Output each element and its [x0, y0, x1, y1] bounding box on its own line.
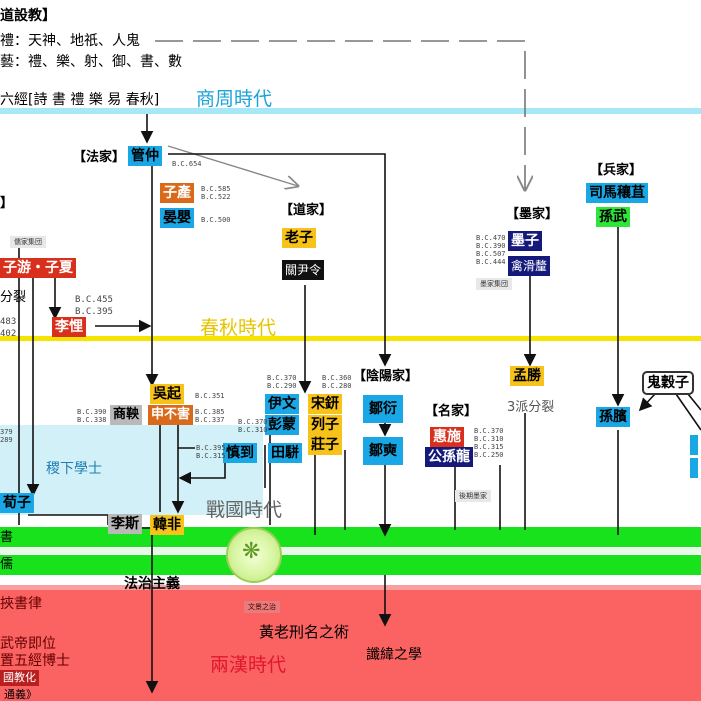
- era-zhanguo: 戰國時代: [206, 499, 283, 521]
- year-yiwen: B.C.370 B.C.290: [267, 374, 297, 390]
- person-songxing: 宋鈃: [308, 394, 342, 414]
- school-fa: 【法家】: [73, 150, 126, 165]
- label-wudi: 武帝即位: [0, 636, 56, 652]
- era-han: 兩漢時代: [210, 654, 287, 676]
- label-huanglao: 黃老刑名之術: [259, 623, 350, 641]
- era-shang-zhou: 商周時代: [196, 88, 273, 110]
- era-chunqiu: 春秋時代: [200, 317, 277, 339]
- person-right-stub-2: [690, 458, 698, 478]
- label-wujing: 置五經博士: [0, 653, 70, 669]
- tag-ru-group: 儒家集団: [10, 236, 46, 248]
- label-jixia: 稷下學士: [46, 461, 102, 477]
- person-mengsheng: 孟勝: [510, 366, 544, 386]
- year-pengmeng: B.C.370 B.C.310: [238, 418, 268, 434]
- ornamental-seal: [226, 527, 282, 583]
- person-huishi: 惠施: [430, 427, 464, 447]
- person-shendao: 慎到: [223, 443, 257, 463]
- person-zouyan: 鄒衍: [363, 395, 403, 423]
- year-wuqi: B.C.351: [195, 392, 225, 400]
- header-title: 道設教】: [0, 8, 56, 24]
- zhanguo-green-2: [0, 555, 701, 575]
- label-xieshulv: 挾書律: [0, 596, 42, 612]
- person-yanying: 晏嬰: [160, 208, 194, 228]
- person-qinhuali: 禽滑釐: [508, 256, 551, 276]
- year-shangyang: B.C.390 B.C.338: [77, 408, 107, 424]
- shang-zhou-line: [0, 108, 701, 114]
- person-guanzhong: 管仲: [128, 146, 162, 166]
- person-xunzi: 荀子: [0, 493, 34, 513]
- person-tianpian: 田駢: [268, 443, 302, 463]
- person-guiguzi: 鬼穀子: [642, 371, 694, 395]
- label-guojiao: 國教化: [0, 670, 39, 686]
- zhanguo-green-1: [0, 527, 701, 547]
- year-guanzhong: B.C.654: [172, 160, 202, 168]
- year-shenbuhai: B.C.385 B.C.337: [195, 408, 225, 424]
- person-ziyou-zixia: 子游・子夏: [0, 258, 76, 278]
- year-songxing: B.C.360 B.C.280: [322, 374, 352, 390]
- school-left-cut: 】: [0, 196, 14, 211]
- tag-houqi-mo: 後期墨家: [455, 490, 491, 502]
- person-wuqi: 吳起: [150, 384, 184, 404]
- label-chenwei: 讖緯之學: [366, 647, 422, 663]
- han-band: [0, 590, 701, 701]
- year-left-small: 379 289: [0, 428, 13, 444]
- year-lilei: B.C.455 B.C.395: [75, 295, 113, 317]
- person-zhuangzi: 莊子: [308, 435, 342, 455]
- person-sunbin: 孫臏: [596, 407, 630, 427]
- person-simarangju: 司馬穰苴: [586, 183, 648, 203]
- year-huishi: B.C.370 B.C.310 B.C.315 B.C.250: [474, 427, 504, 459]
- person-sunwu: 孫武: [596, 207, 630, 227]
- chunqiu-line: [0, 336, 701, 341]
- tag-mo-group: 墨家集団: [476, 278, 512, 290]
- person-guanyin: 關尹令: [282, 260, 325, 280]
- year-shendao: B.C.395 B.C.315: [196, 444, 226, 460]
- person-right-stub-1: [690, 435, 698, 455]
- school-dao: 【道家】: [280, 203, 333, 218]
- school-yinyang: 【陰陽家】: [353, 369, 419, 384]
- person-liezi: 列子: [308, 415, 342, 435]
- person-mozi: 墨子: [508, 231, 542, 251]
- person-laozi: 老子: [282, 228, 316, 248]
- school-ming: 【名家】: [425, 404, 478, 419]
- person-gongsunlong: 公孫龍: [425, 447, 473, 467]
- label-tongyi: 通義》: [4, 688, 37, 701]
- six-classics: 六經[詩 書 禮 樂 易 春秋]: [0, 92, 160, 108]
- year-left-mid: 483 402: [0, 317, 17, 339]
- person-lilei: 李悝: [52, 317, 86, 337]
- person-pengmeng: 彭蒙: [265, 415, 299, 435]
- header-line-2: 藝：禮、樂、射、御、書、數: [0, 54, 182, 70]
- label-shu-left: 書: [0, 530, 14, 545]
- label-fazhi: 法治主義: [124, 576, 180, 592]
- person-hanfei: 韓非: [150, 515, 184, 535]
- tag-wendi: 文景之治: [244, 601, 280, 613]
- person-shenbuhai: 申不害: [148, 405, 194, 425]
- header-line-1: 禮：天神、地祇、人鬼: [0, 33, 140, 49]
- year-yanying: B.C.500: [201, 216, 231, 224]
- school-bing: 【兵家】: [590, 163, 643, 178]
- label-san-pai: 3派分裂: [507, 400, 555, 415]
- person-lisi: 李斯: [108, 514, 142, 534]
- person-zouchuan: 鄒奭: [363, 437, 403, 465]
- person-zichan: 子產: [160, 183, 194, 203]
- year-zichan: B.C.585 B.C.522: [201, 185, 231, 201]
- person-yiwen: 伊文: [265, 394, 299, 414]
- year-mozi: B.C.470 B.C.390 B.C.507 B.C.444: [476, 234, 506, 266]
- label-ru-left: 儒: [0, 557, 14, 572]
- label-fen-lie: 分裂: [0, 290, 27, 305]
- jixia-band: [0, 425, 263, 515]
- school-mo: 【墨家】: [506, 207, 559, 222]
- person-shangyang: 商鞅: [110, 405, 143, 425]
